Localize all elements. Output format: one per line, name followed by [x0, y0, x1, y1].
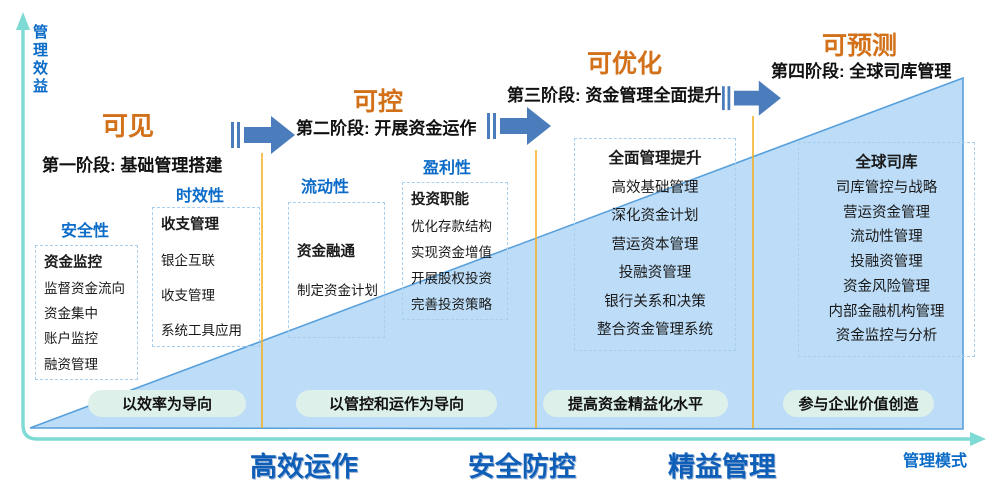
box-item: 投融资管理 [618, 265, 692, 282]
box-title: 资金监控 [44, 255, 102, 271]
stage2-maturity-label: 可控 [353, 88, 404, 116]
footer-label-safety-control: 安全防控 [468, 452, 576, 482]
box-item: 司库管控与战略 [835, 179, 938, 196]
axes-line [21, 28, 972, 441]
box-item: 营运资金管理 [843, 204, 930, 221]
box-item: 收支管理 [161, 288, 215, 304]
stage1-title: 第一阶段: 基础管理搭建 [42, 156, 223, 175]
stage1-maturity-label: 可见 [102, 111, 155, 141]
box-item: 银企互联 [161, 253, 215, 269]
box-item: 优化存款结构 [411, 218, 492, 234]
box-item: 流动性管理 [850, 229, 923, 246]
footer-label-efficient-operation: 高效运作 [250, 452, 358, 482]
box-item: 完善投资策略 [411, 296, 492, 312]
growth-triangle [29, 76, 964, 430]
stage3-maturity-label: 可优化 [587, 50, 663, 78]
box-item: 开展股权投资 [411, 270, 492, 286]
box-item: 监督资金流向 [44, 281, 125, 297]
stage-arrow-3 [722, 80, 781, 116]
stage3-orientation-pill: 提高资金精益化水平 [543, 390, 728, 417]
box-title: 资金融通 [297, 244, 355, 260]
box-item: 制定资金计划 [297, 282, 378, 298]
stage4-orientation-pill: 参与企业价值创造 [783, 390, 934, 417]
stage3-title: 第三阶段: 资金管理全面提升 [507, 86, 722, 105]
stage2-heading-liquidity: 流动性 [301, 179, 350, 196]
stage2-title: 第二阶段: 开展资金运作 [296, 119, 477, 138]
box-item: 资金集中 [44, 306, 98, 322]
x-axis-arrowhead [970, 432, 986, 446]
y-axis-label: 管理效益 [31, 24, 48, 96]
x-axis-label: 管理模式 [903, 453, 968, 470]
stage2-profitability-box: 投资职能 优化存款结构 实现资金增值 开展股权投资 完善投资策略 [402, 182, 508, 320]
stage1-timeliness-box: 收支管理 银企互联 收支管理 系统工具应用 [152, 207, 260, 347]
y-axis-arrowhead [16, 12, 30, 30]
stage3-box: 全面管理提升 高效基础管理 深化资金计划 营运资本管理 投融资管理 银行关系和决… [574, 138, 736, 351]
stage2-orientation-pill: 以管控和运作为导向 [296, 390, 497, 417]
stage4-box: 全球司库 司库管控与战略 营运资金管理 流动性管理 投融资管理 资金风险管理 内… [798, 142, 975, 357]
footer-label-lean-management: 精益管理 [668, 452, 776, 482]
stage1-heading-timeliness: 时效性 [176, 188, 225, 205]
box-item: 资金监控与分析 [835, 328, 938, 345]
box-item: 内部金融机构管理 [828, 303, 945, 320]
box-item: 高效基础管理 [611, 179, 699, 196]
box-item: 系统工具应用 [161, 323, 242, 339]
box-title: 投资职能 [411, 192, 469, 208]
box-item: 投融资管理 [850, 254, 923, 271]
box-item: 营运资本管理 [611, 236, 699, 253]
box-title: 全球司库 [855, 154, 918, 171]
stage4-title: 第四阶段: 全球司库管理 [771, 62, 952, 81]
stage-arrow-1 [231, 116, 295, 154]
box-title: 全面管理提升 [608, 150, 702, 167]
box-item: 实现资金增值 [411, 244, 492, 260]
stage-arrow-2 [487, 107, 551, 145]
stage1-safety-box: 资金监控 监督资金流向 资金集中 账户监控 融资管理 [35, 245, 138, 380]
stage4-maturity-label: 可预测 [822, 32, 898, 60]
box-item: 融资管理 [44, 356, 98, 372]
box-item: 深化资金计划 [611, 208, 699, 225]
box-item: 银行关系和决策 [604, 293, 706, 310]
stage1-heading-safety: 安全性 [61, 223, 110, 240]
stage2-liquidity-box: 资金融通 制定资金计划 [288, 202, 385, 338]
stage1-orientation-pill: 以效率为导向 [88, 390, 246, 417]
box-title: 收支管理 [161, 217, 219, 233]
stage2-heading-profitability: 盈利性 [423, 160, 472, 177]
box-item: 整合资金管理系统 [597, 322, 713, 339]
box-item: 账户监控 [44, 331, 98, 347]
box-item: 资金风险管理 [843, 278, 930, 295]
